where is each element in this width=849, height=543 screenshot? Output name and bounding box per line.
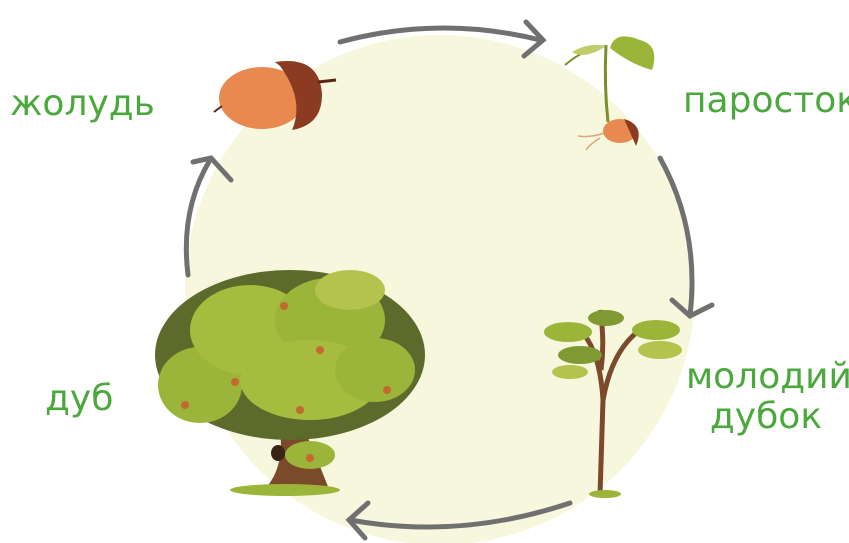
stage-label-young-oak-line-1: молодий [686, 357, 846, 397]
stage-label-young-oak-line-2: дубок [686, 397, 846, 437]
stage-label-young-oak: молодий дубок [686, 357, 846, 437]
stage-label-acorn: жолудь [10, 84, 155, 124]
stage-label-oak: дуб [45, 379, 113, 419]
stage-label-sprout: паросток [683, 81, 849, 121]
